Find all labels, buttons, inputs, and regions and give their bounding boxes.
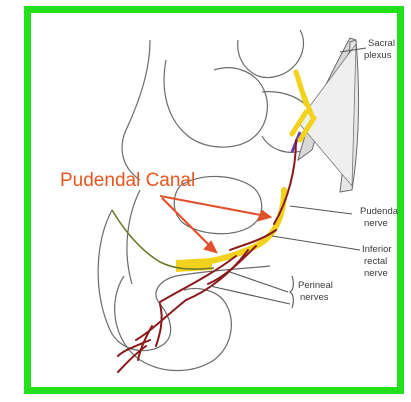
label-inferior: Inferior (362, 244, 392, 255)
label-sacral: Sacral (368, 38, 395, 49)
pudendal-nerve (184, 190, 284, 266)
arrowhead-to-nerve (259, 211, 270, 220)
label-pudenda: Pudenda (360, 206, 399, 217)
limb-outline (98, 210, 270, 351)
label-perineal: Perineal (298, 280, 333, 291)
pudendal-canal-title: Pudendal Canal (60, 170, 195, 191)
label-nerve-2: nerve (364, 268, 388, 279)
label-nerves: nerves (300, 292, 329, 303)
label-plexus: plexus (364, 50, 392, 61)
pointer-pudendal-nerve (290, 206, 352, 214)
pudendal-canal-marker (176, 258, 212, 272)
arrow-to-canal (162, 198, 212, 248)
pointer-perineal-brace (290, 276, 293, 308)
pointer-perineal-1 (230, 272, 288, 292)
label-nerve-1: nerve (364, 218, 388, 229)
label-rectal: rectal (364, 256, 387, 267)
pointer-inferior-rectal (272, 236, 360, 250)
ilium-outline (122, 40, 150, 180)
limb-inner-outline (127, 190, 140, 284)
sacrum-outline (238, 30, 304, 78)
